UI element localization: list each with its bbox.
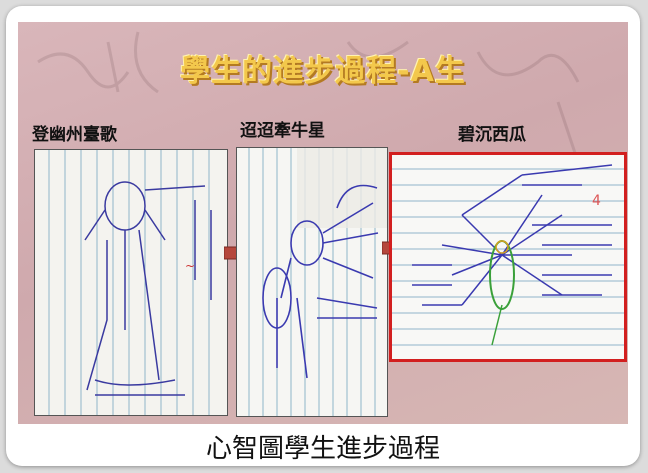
svg-text:~: ~ bbox=[185, 259, 195, 273]
mind-map-photo-2 bbox=[236, 147, 388, 417]
slide-image: 學生的進步過程-A生 登幽州臺歌 迢迢牽牛星 碧沉西瓜 ~ bbox=[18, 22, 628, 424]
image-card: 學生的進步過程-A生 登幽州臺歌 迢迢牽牛星 碧沉西瓜 ~ bbox=[6, 6, 640, 466]
image-caption: 心智圖學生進步過程 bbox=[205, 434, 440, 464]
photo-1-label: 登幽州臺歌 bbox=[32, 125, 117, 145]
mind-map-photo-3: 4 bbox=[389, 152, 627, 362]
mind-map-photo-1: ~ bbox=[34, 149, 228, 416]
slide-title: 學生的進步過程-A生 bbox=[180, 54, 466, 89]
photo-3-label: 碧沉西瓜 bbox=[458, 125, 526, 145]
photo-2-label: 迢迢牽牛星 bbox=[240, 121, 325, 141]
svg-text:4: 4 bbox=[592, 193, 601, 209]
